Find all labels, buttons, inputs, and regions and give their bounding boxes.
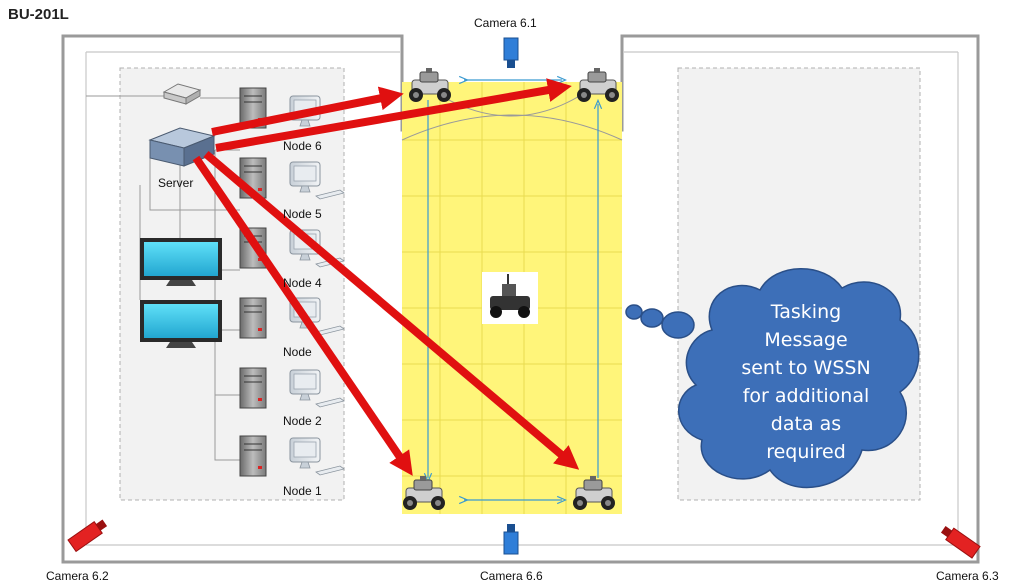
tasking-arrows (192, 78, 580, 476)
monitor-icon (140, 300, 222, 348)
tasking-message-cloud (625, 268, 920, 489)
monitor-icon (140, 238, 222, 286)
camera-6-6-icon (503, 524, 519, 555)
cloud-line: data as (770, 413, 842, 435)
camera-6-6-label: Camera 6.6 (480, 569, 543, 583)
cloud-line: required (766, 441, 846, 463)
node-1-label: Node 1 (283, 484, 322, 498)
camera-6-2-label: Camera 6.2 (46, 569, 109, 583)
tasking-message-text: Tasking Message sent to WSSN for additio… (712, 298, 900, 466)
room-inner-wall (85, 51, 959, 546)
camera-6-1-icon (503, 37, 519, 68)
cloud-line: sent to WSSN (741, 357, 871, 379)
robot-center (482, 272, 538, 324)
server-label: Server (158, 176, 194, 190)
node-1-tower (239, 435, 267, 477)
node-3-label: Node (283, 345, 312, 359)
cloud-line: for additional (742, 385, 870, 407)
server-icon (148, 127, 216, 167)
cloud-line: Message (764, 329, 848, 351)
cloud-line: Tasking (770, 301, 842, 323)
camera-6-3-label: Camera 6.3 (936, 569, 999, 583)
camera-view-arc (401, 114, 623, 141)
node-5-label: Node 5 (283, 207, 322, 221)
node-3-tower (239, 297, 267, 339)
node-6-label: Node 6 (283, 139, 322, 153)
camera-6-2-icon (67, 519, 108, 553)
router-icon (162, 83, 202, 105)
node-4-label: Node 4 (283, 276, 322, 290)
camera-6-1-label: Camera 6.1 (474, 16, 537, 30)
robot-path-arrows (428, 80, 598, 500)
room-label: BU-201L (8, 6, 69, 23)
node-2-tower (239, 367, 267, 409)
node-2-label: Node 2 (283, 414, 322, 428)
camera-6-3-icon (940, 526, 981, 559)
